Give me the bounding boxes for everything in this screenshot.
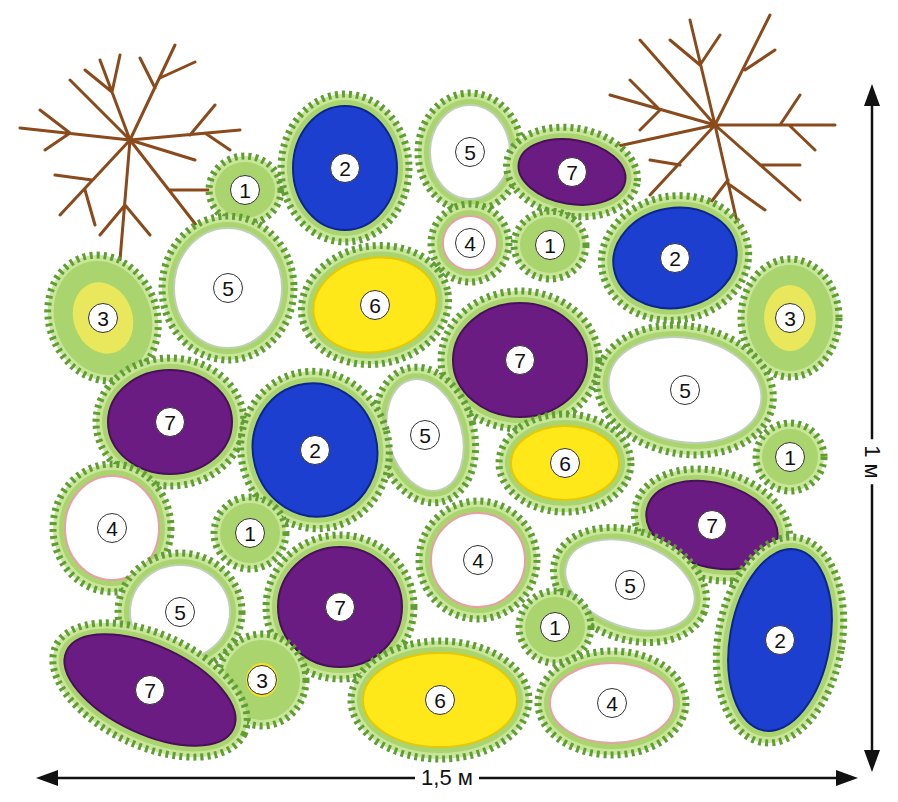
- callout-number: 5: [213, 273, 243, 303]
- callout-number: 2: [300, 435, 330, 465]
- callout-number: 4: [97, 513, 127, 543]
- callout-number: 4: [597, 688, 627, 718]
- callout-number: 6: [550, 448, 580, 478]
- plant-group: 2: [595, 178, 755, 338]
- callout-number: 4: [455, 228, 485, 258]
- plant-group: 2: [265, 88, 425, 248]
- callout-number: 3: [88, 303, 118, 333]
- plant-group: 1: [508, 203, 592, 287]
- plant-group: 4: [532, 623, 692, 783]
- callout-number: 5: [455, 137, 485, 167]
- dimension-label: 1 м: [859, 439, 885, 484]
- callout-number: 5: [615, 570, 645, 600]
- plant-group: 5: [150, 210, 306, 366]
- dimension-label: 1,5 м: [415, 765, 479, 791]
- callout-number: 6: [425, 685, 455, 715]
- callout-number: 7: [325, 592, 355, 622]
- callout-number: 2: [330, 153, 360, 183]
- plant-group: 2: [670, 530, 890, 750]
- callout-number: 7: [135, 675, 165, 705]
- callout-number: 2: [660, 243, 690, 273]
- callout-number: 7: [697, 510, 727, 540]
- callout-number: 4: [463, 545, 493, 575]
- plant-group: 6: [295, 225, 455, 385]
- callout-number: 5: [410, 420, 440, 450]
- callout-number: 1: [230, 175, 260, 205]
- plant-group: 1: [750, 417, 830, 497]
- dimension-arrows: [36, 84, 880, 786]
- callout-number: 1: [775, 442, 805, 472]
- callout-number: 2: [765, 625, 795, 655]
- callout-number: 3: [775, 303, 805, 333]
- callout-number: 5: [670, 375, 700, 405]
- callout-number: 7: [505, 345, 535, 375]
- callout-number: 5: [165, 597, 195, 627]
- callout-number: 1: [535, 230, 565, 260]
- callout-number: 7: [155, 407, 185, 437]
- plant-group: 7: [40, 580, 260, 800]
- callout-number: 1: [540, 612, 570, 642]
- callout-number: 3: [247, 665, 277, 695]
- callout-number: 6: [360, 290, 390, 320]
- callout-number: 7: [557, 157, 587, 187]
- callout-number: 1: [235, 518, 265, 548]
